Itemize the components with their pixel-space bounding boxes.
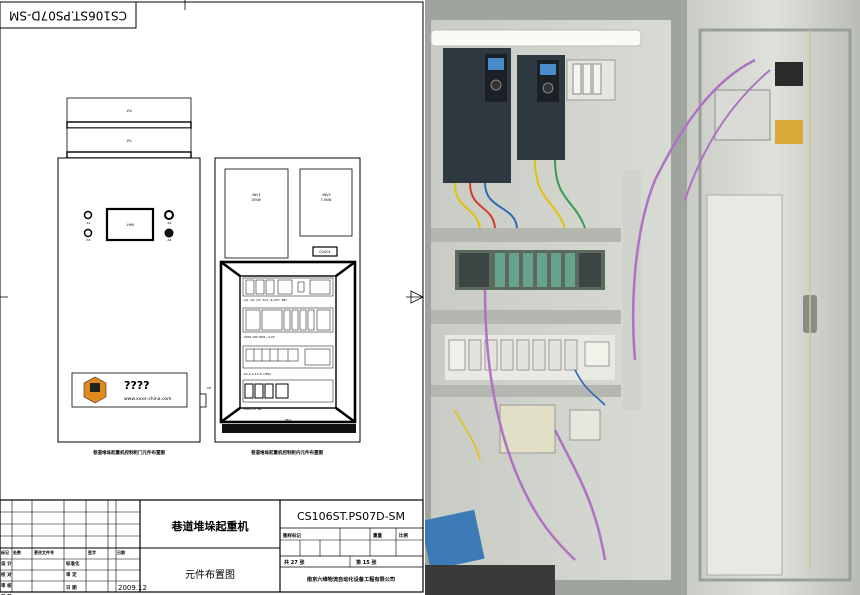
svg-text:更改文件号: 更改文件号 [34, 549, 54, 555]
top-bar-1-label: -R1 [126, 139, 132, 143]
inverter-2 [299, 168, 353, 237]
svg-text:-S3: -S3 [86, 238, 91, 242]
button-tr [164, 210, 174, 220]
caption-right: 巷道堆垛起重机控制柜内元件布置图 [250, 449, 323, 456]
date-value: 2009.12 [118, 584, 147, 592]
svg-text:重量: 重量 [373, 532, 382, 539]
svg-text:-Q1 -Q2 -Q3 -FU1~6 -KF1: -Q1 -Q2 -Q3 -FU1~6 -KF1 -TB1 [243, 298, 287, 302]
svg-text:日期: 日期 [117, 549, 125, 555]
button-br [164, 228, 174, 238]
svg-text:比例: 比例 [399, 532, 408, 539]
svg-text:图样标记: 图样标记 [283, 532, 301, 539]
svg-text:共 27 张: 共 27 张 [284, 559, 305, 566]
svg-text:标记: 标记 [0, 549, 9, 555]
hmi-screen [105, 207, 155, 242]
terminal-strip [222, 424, 356, 433]
svg-text:第 15 张: 第 15 张 [356, 559, 377, 566]
hmi-label: -HMI [126, 223, 134, 227]
title-block: 标记 处数 更改文件号 签字 日期 设 计 校 对 审 核 工 艺 标准化 审 … [0, 499, 424, 595]
button-bl [83, 228, 93, 238]
svg-text:审 定: 审 定 [66, 571, 77, 578]
svg-text:-QF: -QF [206, 386, 212, 390]
door-switch-photo [775, 120, 803, 144]
svg-text:处数: 处数 [12, 549, 21, 555]
code-box-upside [0, 1, 137, 29]
ups-photo [499, 404, 556, 454]
svg-text:Q1001: Q1001 [319, 250, 331, 254]
svg-text:-S1: -S1 [86, 221, 91, 225]
layout-drawing: CS106ST.PS07D-SM -R2 -R1 -HMI -S1 -S3 -S… [0, 0, 425, 595]
inverter-1 [224, 168, 289, 259]
top-bar-2-label: -R2 [126, 109, 132, 113]
door-button-photo [775, 62, 803, 86]
svg-text:-TB-1: -TB-1 [284, 418, 292, 422]
svg-text:设 计: 设 计 [1, 560, 12, 567]
svg-text:-KM1,2,3 -KA: -KM1,2,3 -KA [243, 407, 262, 411]
sheet-title: 元件布置图 [185, 569, 235, 581]
code-text-upside: CS106ST.PS07D-SM [9, 9, 127, 23]
svg-text:标准化: 标准化 [65, 560, 80, 567]
button-tl [83, 210, 93, 220]
logo-text: ???? [124, 379, 150, 392]
svg-text:日 期: 日 期 [66, 584, 77, 591]
svg-text:-S2: -S2 [167, 221, 172, 225]
company-name: 南京六维物流自动化设备工程有限公司 [307, 575, 395, 583]
svg-text:-S4: -S4 [167, 238, 172, 242]
svg-text:签字: 签字 [87, 549, 96, 555]
cabinet-photo [425, 0, 860, 595]
photo-svg [425, 0, 860, 595]
svg-text:-K1,2,3,4,5,6: -K1,2,3,4,5,6 -UPS2 [243, 372, 271, 376]
svg-text:-UPS1 CPU SM1~4 C: -UPS1 CPU SM1~4 CP [243, 335, 275, 339]
svg-text:审 核: 审 核 [1, 582, 12, 589]
light-tube [430, 29, 642, 47]
drawing-title: 巷道堆垛起重机 [171, 519, 249, 533]
doc-code: CS106ST.PS07D-SM [297, 510, 405, 523]
caption-left: 巷道堆垛起重机控制柜门元件布置图 [92, 449, 165, 456]
svg-text:校 对: 校 对 [1, 571, 12, 578]
side-lock [199, 393, 207, 408]
logo-url: www.xxxx-china.com [124, 396, 172, 402]
drawing-svg: CS106ST.PS07D-SM -R2 -R1 -HMI -S1 -S3 -S… [0, 0, 424, 595]
small-box [312, 246, 338, 257]
